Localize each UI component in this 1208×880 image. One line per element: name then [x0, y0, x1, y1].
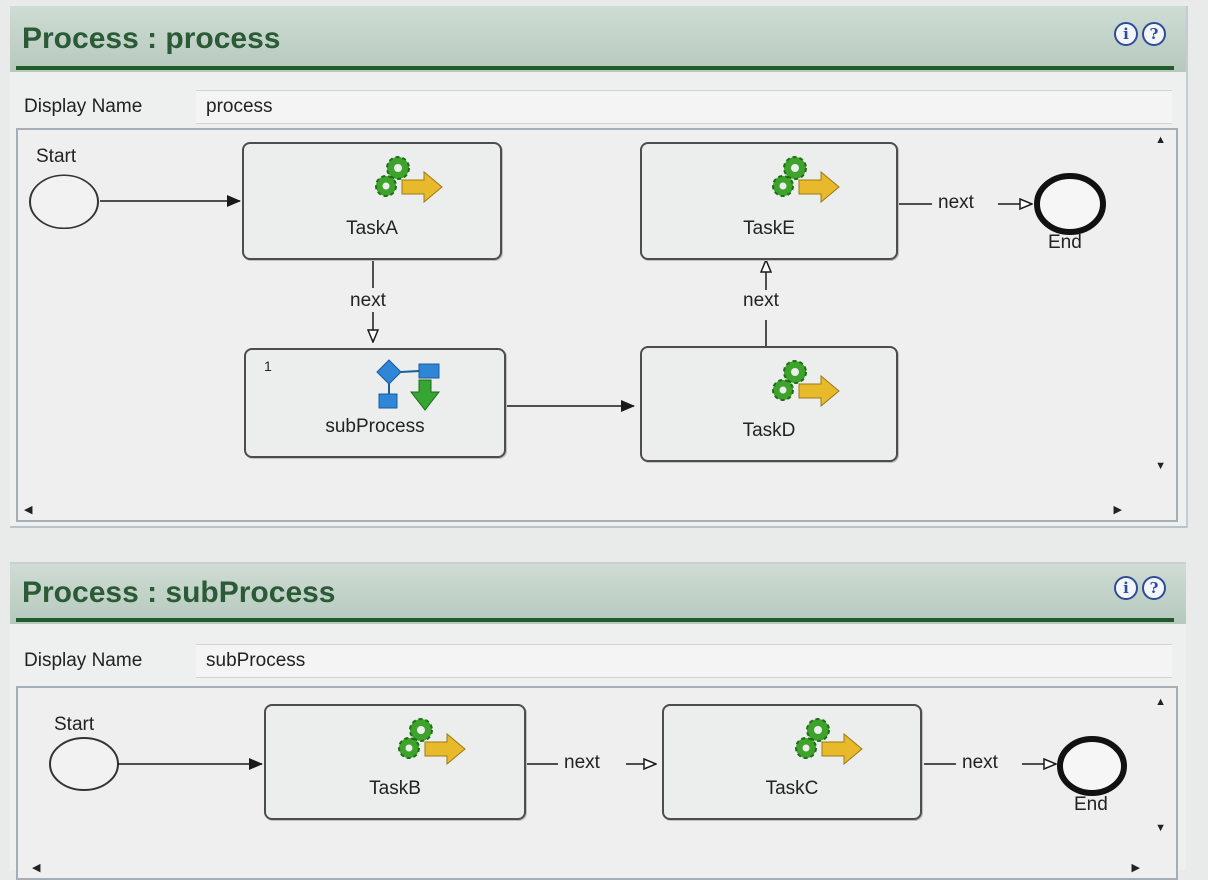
display-name-label: Display Name — [24, 96, 143, 117]
display-name-field[interactable]: subProcess — [196, 644, 1172, 678]
header-icons: i ? — [1114, 22, 1166, 46]
diagram-canvas[interactable]: Start End next next TaskB — [16, 686, 1178, 880]
info-icon[interactable]: i — [1114, 576, 1138, 600]
panel-header: Process : process i ? — [10, 6, 1186, 72]
process-panel: Process : process i ? Display Name proce… — [10, 6, 1188, 528]
display-name-row: Display Name process — [10, 86, 1186, 126]
task-label: TaskE — [743, 218, 795, 239]
help-icon[interactable]: ? — [1142, 22, 1166, 46]
subprocess-panel: Process : subProcess i ? Display Name su… — [10, 562, 1186, 880]
edge-label-next: next — [743, 290, 779, 311]
edge-label-next: next — [938, 192, 974, 213]
end-event[interactable] — [1057, 736, 1127, 796]
edge-label-next: next — [564, 752, 600, 773]
task-label: TaskD — [742, 420, 796, 441]
start-event[interactable] — [29, 174, 99, 230]
display-name-label: Display Name — [24, 650, 143, 671]
help-icon[interactable]: ? — [1142, 576, 1166, 600]
header-rule — [16, 66, 1174, 70]
diagram-connectors — [29, 173, 1106, 412]
diagram-canvas[interactable]: Start End next next next TaskA — [16, 128, 1178, 522]
task-label: TaskA — [346, 218, 398, 239]
task-node-taske[interactable]: TaskE — [640, 142, 898, 260]
panel-title: Process : subProcess — [22, 576, 336, 609]
end-label: End — [1074, 794, 1108, 815]
scroll-left-arrow[interactable]: ◀ — [24, 504, 33, 516]
task-label: TaskC — [765, 778, 819, 799]
task-node-taskd[interactable]: TaskD — [640, 346, 898, 462]
scroll-up-arrow[interactable]: ▲ — [1155, 696, 1166, 708]
start-label: Start — [36, 146, 77, 167]
task-node-taskc[interactable]: TaskC — [662, 704, 922, 820]
subprocess-number: 1 — [264, 358, 272, 374]
edge-label-next: next — [962, 752, 998, 773]
task-node-taskb[interactable]: TaskB — [264, 704, 526, 820]
task-node-taska[interactable]: TaskA — [242, 142, 502, 260]
end-label: End — [1048, 232, 1082, 253]
header-rule — [16, 618, 1174, 622]
start-label: Start — [54, 714, 95, 735]
header-icons: i ? — [1114, 576, 1166, 600]
scroll-up-arrow[interactable]: ▲ — [1155, 134, 1166, 146]
task-label: TaskB — [369, 778, 421, 799]
scroll-down-arrow[interactable]: ▼ — [1155, 460, 1166, 472]
edge-label-next: next — [350, 290, 386, 311]
panel-title: Process : process — [22, 22, 281, 55]
subprocess-node[interactable]: 1 subProcess — [244, 348, 506, 458]
display-name-field[interactable]: process — [196, 90, 1172, 124]
diagram-connectors — [49, 736, 1127, 796]
display-name-row: Display Name subProcess — [10, 640, 1186, 684]
scroll-right-arrow[interactable]: ▶ — [1113, 504, 1122, 516]
end-event[interactable] — [1034, 173, 1106, 235]
subprocess-label: subProcess — [325, 416, 425, 437]
info-icon[interactable]: i — [1114, 22, 1138, 46]
panel-header: Process : subProcess i ? — [10, 564, 1186, 624]
start-event[interactable] — [49, 737, 119, 791]
scroll-down-arrow[interactable]: ▼ — [1155, 822, 1166, 834]
